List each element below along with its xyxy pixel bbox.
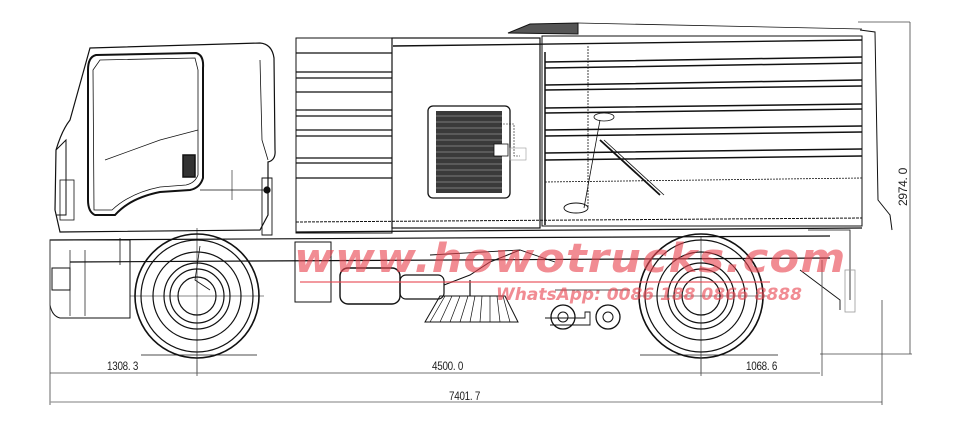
watermark-contact: WhatsApp: 0086 188 0866 8888 <box>496 285 802 305</box>
chassis <box>49 229 856 313</box>
sweeper-equipment <box>294 241 630 330</box>
front-overhang-dimension: 1308. 3 <box>107 359 139 373</box>
sweeper-body <box>295 22 893 234</box>
dimension-lines <box>49 21 912 405</box>
cab <box>54 42 276 236</box>
overall-length-dimension: 7401. 7 <box>449 389 481 403</box>
rear-overhang-dimension: 1068. 6 <box>746 359 778 373</box>
wheelbase-dimension: 4500. 0 <box>432 359 464 373</box>
front-bumper <box>49 239 131 319</box>
watermark-site: www.howotrucks.com <box>294 236 847 282</box>
overall-height-dimension: 2974. 0 <box>896 168 910 206</box>
watermark-underline <box>300 281 770 283</box>
front-wheel <box>130 228 264 372</box>
